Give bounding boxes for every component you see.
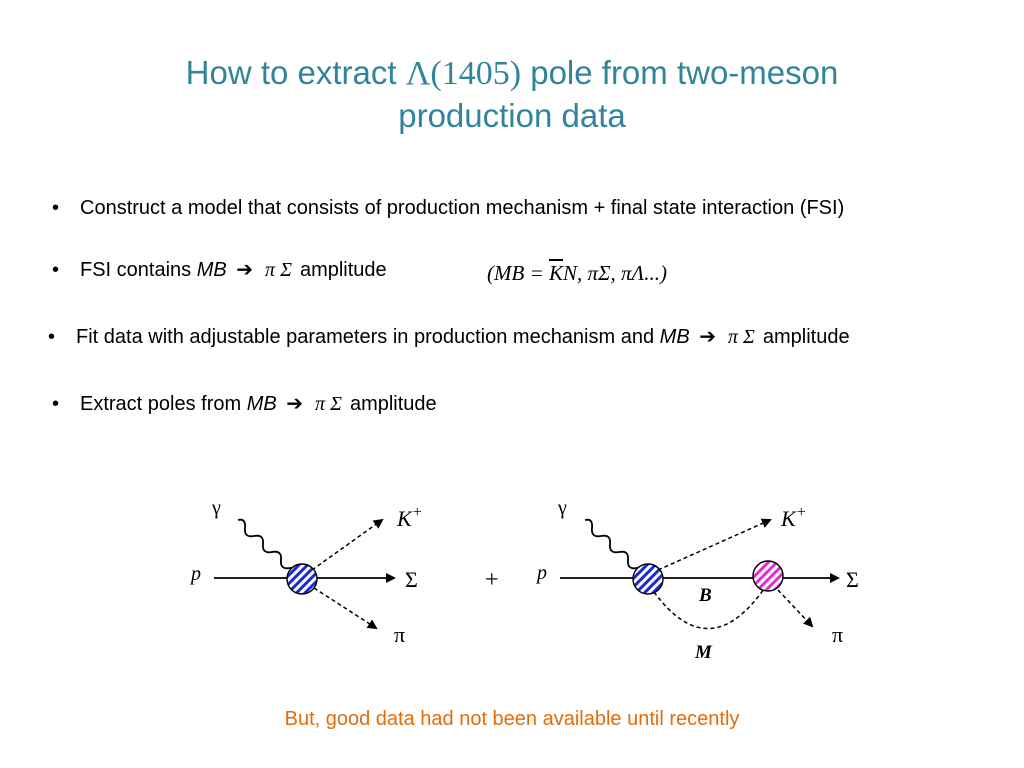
- bullet-prefix: Extract poles from: [80, 393, 247, 415]
- bullet-suffix: amplitude: [299, 259, 387, 281]
- mb-label: MB: [246, 393, 277, 415]
- fsi-vertex: [752, 560, 784, 592]
- bullet-3: • Fit data with adjustable parameters in …: [48, 324, 850, 350]
- kaon-charge: +: [796, 504, 807, 521]
- bullet-4: • Extract poles from MB ➔ π Σ amplitude: [52, 391, 437, 417]
- pi-sigma-label: π Σ: [315, 393, 342, 415]
- feynman-diagrams: γ p K+ Σ π + γ p K+ Σ π B M: [189, 497, 859, 663]
- title-prefix: How to extract: [185, 54, 406, 91]
- photon-label: γ: [557, 497, 567, 519]
- pion-label: π: [832, 622, 843, 647]
- proton-label: p: [535, 562, 547, 584]
- mb-definition-open: (MB =: [487, 261, 549, 285]
- proton-label: p: [189, 563, 201, 585]
- arrow-icon: ➔: [699, 326, 716, 348]
- fsi-diagram: γ p K+ Σ π B M: [535, 497, 859, 663]
- bullet-dot: •: [52, 393, 60, 415]
- bullet-text: Construct a model that consists of produ…: [80, 197, 845, 219]
- bullet-suffix: amplitude: [349, 393, 437, 415]
- kaon-line: [657, 518, 772, 571]
- bullet-suffix: amplitude: [762, 326, 850, 348]
- sigma-label: Σ: [405, 567, 418, 592]
- bullet-1: • Construct a model that consists of prod…: [52, 195, 844, 221]
- production-vertex: [286, 563, 318, 595]
- arrow-icon: ➔: [286, 393, 304, 415]
- pion-line: [313, 587, 378, 630]
- kaon-label: K+: [780, 504, 806, 531]
- slide-title: How to extract Λ(1405) pole from two-mes…: [0, 52, 1024, 137]
- bullet-dot: •: [52, 197, 60, 219]
- meson-loop: [653, 585, 767, 630]
- kbar-symbol: K: [549, 261, 564, 285]
- pion-line: [777, 589, 814, 628]
- kaon-symbol: K: [780, 506, 797, 531]
- arrow-icon: ➔: [236, 259, 254, 281]
- title-lambda: Λ(1405): [405, 55, 522, 92]
- kaon-charge: +: [412, 504, 423, 521]
- footer-note: But, good data had not been available un…: [284, 708, 740, 730]
- production-vertex: [632, 563, 664, 595]
- bullet-2: • FSI contains MB ➔ π Σ amplitude: [52, 257, 387, 283]
- kaon-line: [311, 518, 384, 571]
- pi-sigma-label: π Σ: [265, 259, 292, 281]
- mb-definition: (MB = KN, πΣ, πΛ...): [487, 260, 667, 286]
- bullet-dot: •: [52, 259, 60, 281]
- meson-label: M: [694, 642, 713, 663]
- baryon-label: B: [698, 585, 712, 606]
- bullet-prefix: Fit data with adjustable parameters in p…: [76, 326, 660, 348]
- bullet-prefix: FSI contains: [80, 259, 197, 281]
- kaon-symbol: K: [396, 506, 413, 531]
- mb-label: MB: [196, 259, 227, 281]
- bullet-dot: •: [48, 326, 56, 348]
- mb-label: MB: [659, 326, 690, 348]
- mb-definition-rest: N, πΣ, πΛ...): [563, 261, 667, 285]
- sigma-label: Σ: [846, 567, 859, 592]
- kaon-label: K+: [396, 504, 422, 531]
- title-suffix: pole from two-meson: [521, 54, 839, 91]
- pi-sigma-label: π Σ: [727, 326, 755, 348]
- tree-diagram: γ p K+ Σ π: [189, 497, 422, 647]
- title-line2: production data: [398, 97, 626, 134]
- plus-sign: +: [485, 567, 499, 593]
- pion-label: π: [394, 622, 405, 647]
- photon-label: γ: [211, 497, 221, 519]
